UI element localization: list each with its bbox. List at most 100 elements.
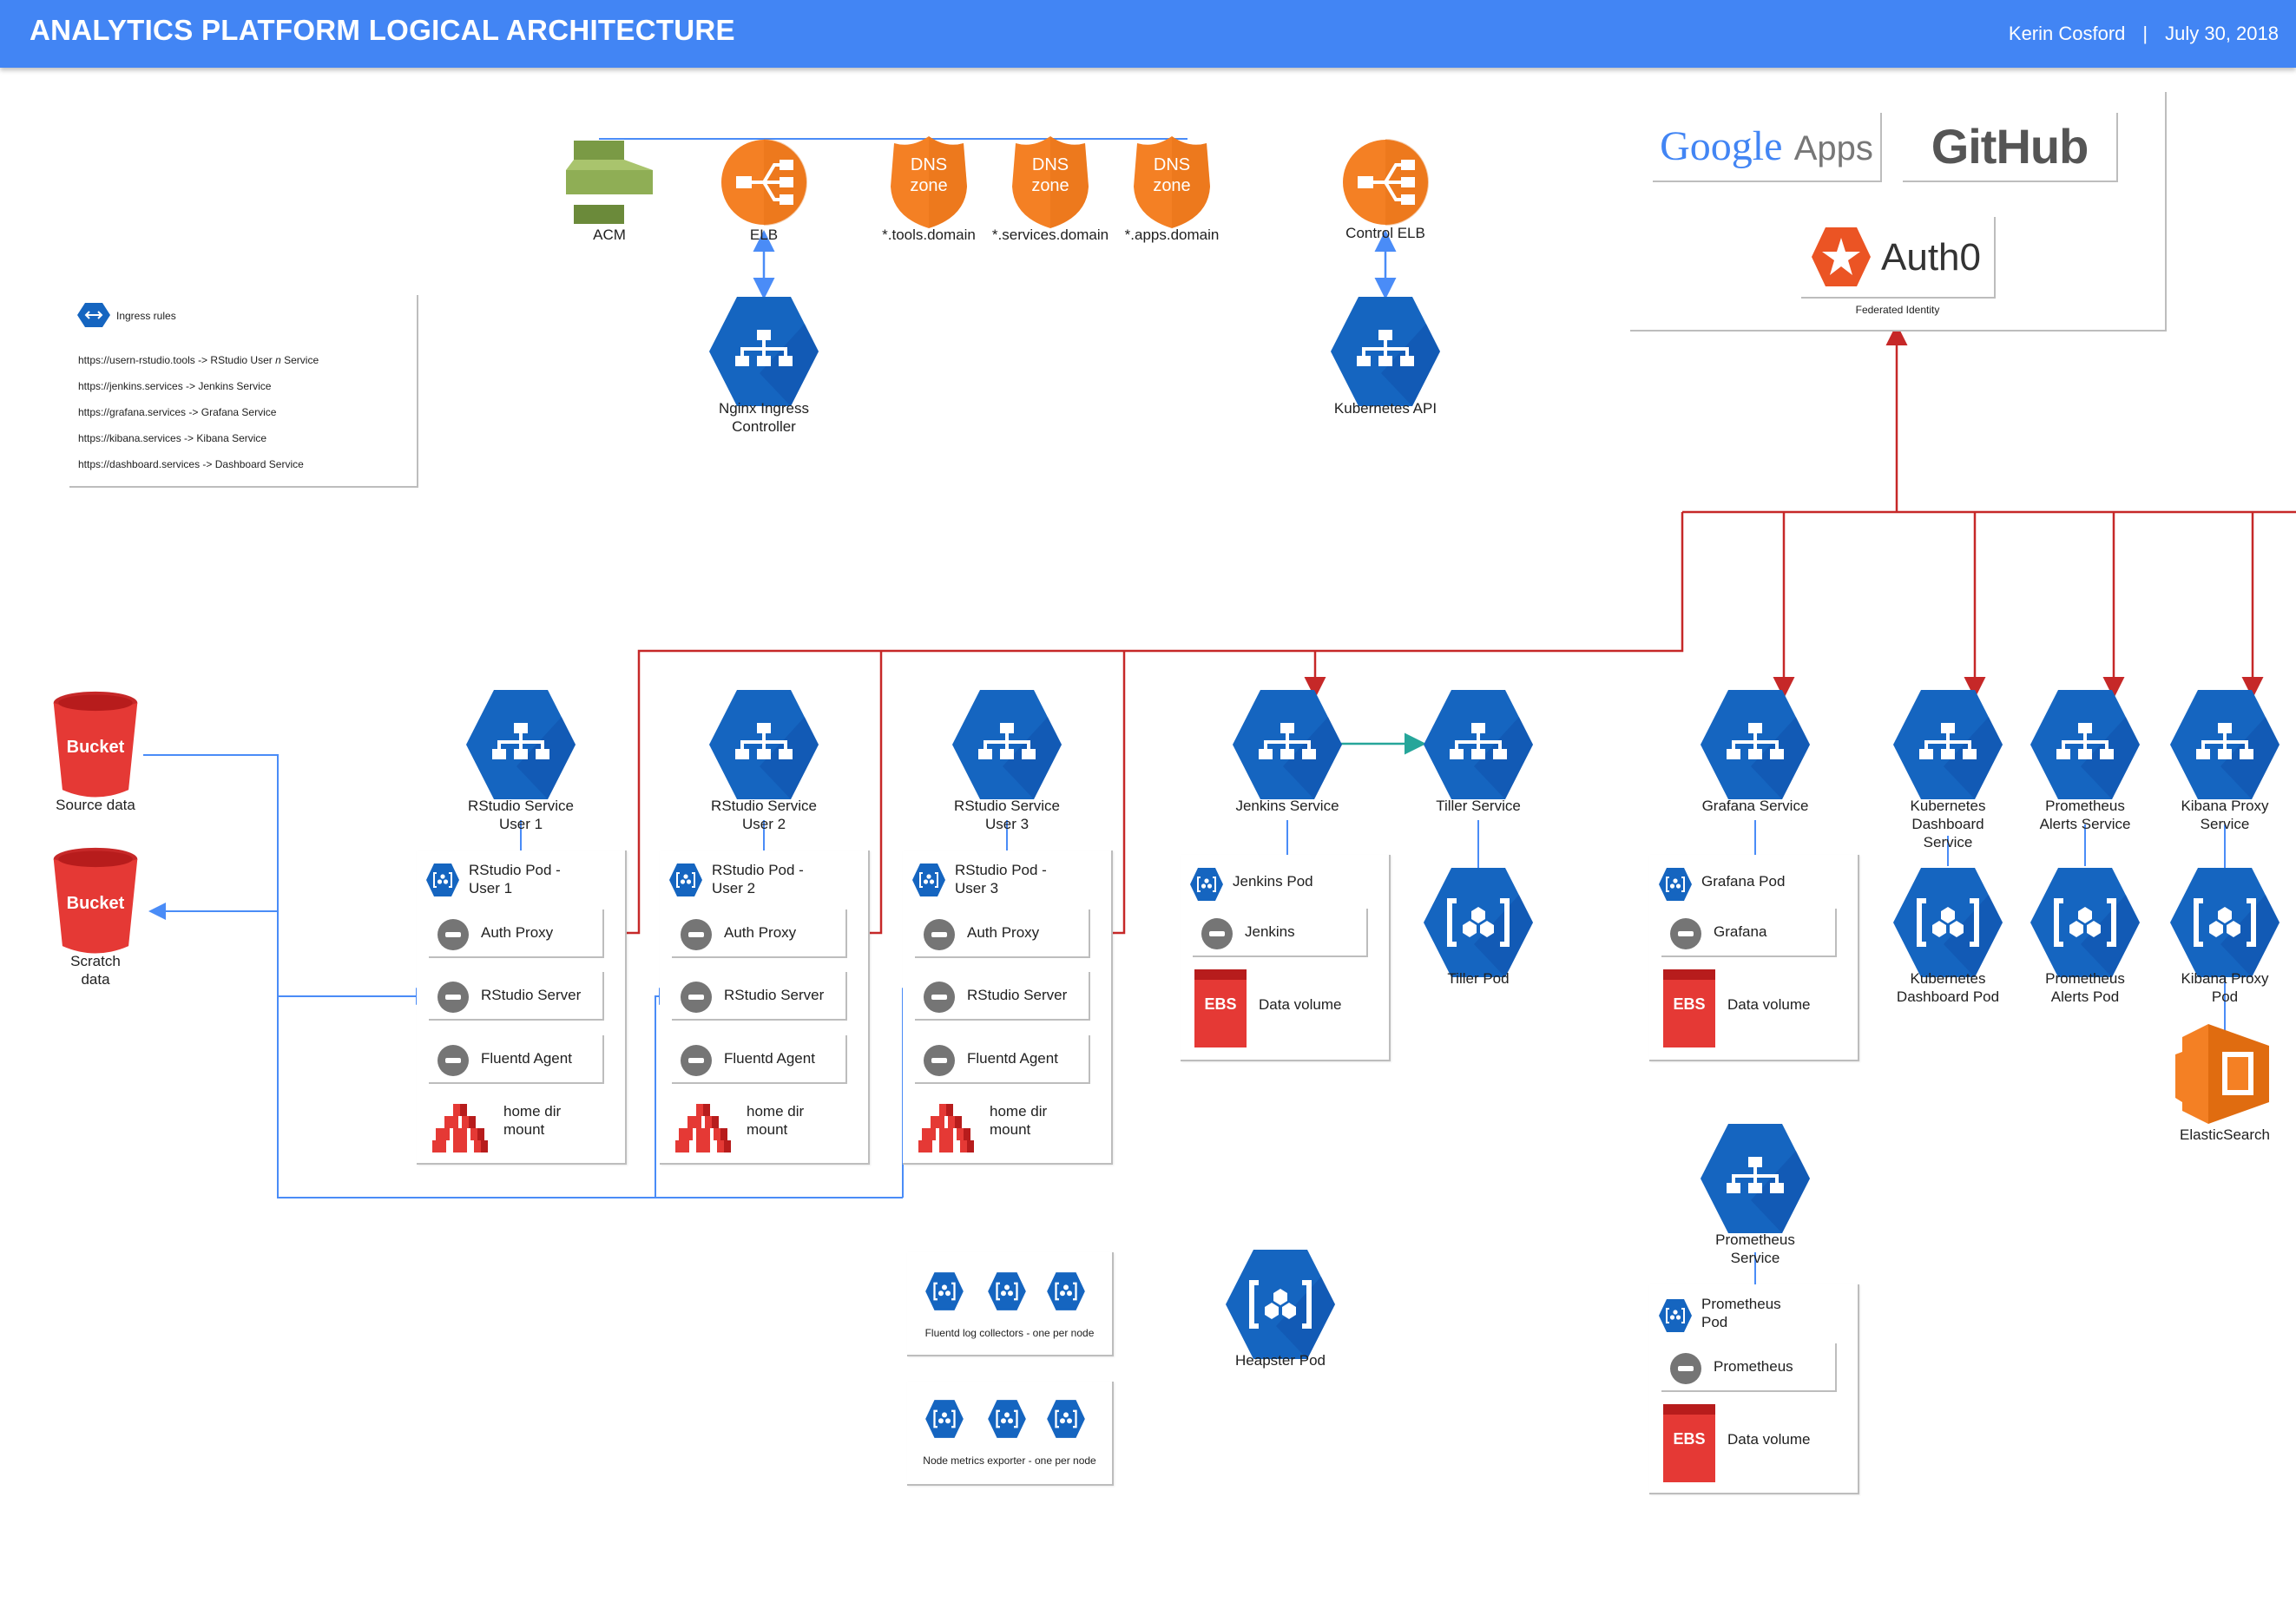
rstudio-service-2-icon	[709, 690, 819, 799]
row-label: RStudio Server	[724, 987, 825, 1003]
pod-icon	[924, 1271, 964, 1311]
legend-rule: https://jenkins.services -> Jenkins Serv…	[78, 380, 272, 392]
author: Kerin Cosford	[2008, 23, 2126, 44]
ebs-volume-icon: EBS	[1663, 1404, 1715, 1482]
header-bar: ANALYTICS PLATFORM LOGICAL ARCHITECTURE …	[0, 0, 2296, 68]
kibana-proxy-service-label: Kibana Proxy Service	[2181, 798, 2269, 832]
elasticsearch-label: ElasticSearch	[2180, 1126, 2270, 1143]
tiller-pod-label: Tiller Pod	[1447, 970, 1510, 987]
jenkins-service-label: Jenkins Service	[1235, 798, 1339, 814]
container-icon	[437, 919, 469, 950]
container-icon	[924, 1045, 955, 1076]
pod-title: Jenkins Pod	[1233, 873, 1313, 890]
date: July 30, 2018	[2165, 23, 2279, 44]
kubernetes-dashboard-service-icon	[1893, 690, 2003, 799]
pod-title: Grafana Pod	[1701, 873, 1786, 890]
prometheus-service-label: Prometheus Service	[1715, 1231, 1795, 1266]
bucket-label: Bucket	[66, 738, 125, 757]
grafana-service-icon	[1701, 690, 1810, 799]
fluentd-collectors-label: Fluentd log collectors - one per node	[924, 1327, 1095, 1339]
control-elb-label: Control ELB	[1345, 225, 1425, 241]
pod-icon	[1658, 1298, 1693, 1333]
kubernetes-api-icon	[1331, 297, 1440, 406]
rstudio-pod-card: RStudio Pod - User 3 Auth Proxy RStudio …	[903, 850, 1113, 1165]
elb-icon	[720, 139, 807, 226]
pod-icon	[987, 1271, 1027, 1311]
container-icon	[1201, 918, 1233, 949]
apps-wordmark: Apps	[1793, 129, 1873, 167]
rstudio-service-2-label: RStudio Service User 2	[711, 798, 817, 832]
acm-label: ACM	[593, 227, 626, 243]
row-label: Prometheus	[1714, 1358, 1793, 1375]
grafana-service-label: Grafana Service	[1701, 798, 1809, 814]
legend-rule: https://kibana.services -> Kibana Servic…	[78, 432, 267, 444]
rstudio-server-row: RStudio Server	[672, 972, 847, 1021]
row-label: RStudio Server	[481, 987, 582, 1003]
pod-icon	[1658, 867, 1693, 902]
kubernetes-dashboard-service-label: Kubernetes Dashboard Service	[1910, 798, 1986, 850]
node-exporter-card: Node metrics exporter - one per node	[907, 1382, 1114, 1486]
pod-title: RStudio Pod - User 2	[712, 862, 804, 896]
ebs-label: EBS	[1673, 995, 1706, 1013]
pod-icon	[425, 863, 460, 897]
home-mount-label: home dir mount	[990, 1103, 1048, 1138]
ingress-rules-legend: Ingress rules https://usern-rstudio.tool…	[69, 295, 418, 488]
prometheus-service-icon	[1701, 1124, 1810, 1233]
container-icon	[681, 1045, 712, 1076]
efs-icon	[918, 1102, 974, 1154]
auth-proxy-row: Auth Proxy	[672, 910, 847, 958]
container-icon	[437, 1045, 469, 1076]
rstudio-service-3-label: RStudio Service User 3	[954, 798, 1060, 832]
prometheus-alerts-service-icon	[2030, 690, 2140, 799]
tiller-service-icon	[1424, 690, 1533, 799]
prometheus-alerts-pod-icon	[2030, 868, 2140, 977]
ebs-label: EBS	[1204, 995, 1237, 1013]
row-label: Jenkins	[1245, 923, 1295, 940]
scratch-data-label: Scratch data	[70, 953, 121, 988]
kibana-proxy-service-icon	[2170, 690, 2280, 799]
pod-icon	[1046, 1399, 1086, 1439]
dns-apps-label: *.apps.domain	[1124, 227, 1220, 243]
prometheus-alerts-service-label: Prometheus Alerts Service	[2039, 798, 2131, 832]
pod-icon	[668, 863, 703, 897]
row-label: Fluentd Agent	[967, 1050, 1058, 1067]
rstudio-service-1-label: RStudio Service User 1	[468, 798, 574, 832]
google-apps-logo: Google Apps	[1653, 113, 1882, 182]
legend-rule: https://grafana.services -> Grafana Serv…	[78, 406, 277, 418]
row-label: Fluentd Agent	[481, 1050, 572, 1067]
row-label: Auth Proxy	[481, 924, 554, 941]
node-exporter-label: Node metrics exporter - one per node	[923, 1455, 1096, 1467]
grafana-pod-card: Grafana Pod Grafana EBS Data volume	[1649, 855, 1859, 1061]
home-mount-label: home dir mount	[747, 1103, 805, 1138]
rstudio-pod-card: RStudio Pod - User 2 Auth Proxy RStudio …	[660, 850, 870, 1165]
pod-icon	[987, 1399, 1027, 1439]
auth-proxy-row: Auth Proxy	[429, 910, 604, 958]
efs-icon	[675, 1102, 731, 1154]
dns-zone-label: DNS zone	[1153, 155, 1191, 195]
ingress-icon	[77, 303, 110, 327]
rstudio-server-row: RStudio Server	[915, 972, 1090, 1021]
row-label: Auth Proxy	[724, 924, 797, 941]
auth-proxy-row: Auth Proxy	[915, 910, 1090, 958]
kubernetes-api-label: Kubernetes API	[1333, 400, 1437, 417]
elasticsearch-icon	[2175, 1024, 2269, 1124]
container-icon	[924, 919, 955, 950]
rstudio-server-row: RStudio Server	[429, 972, 604, 1021]
fluentd-agent-row: Fluentd Agent	[672, 1035, 847, 1084]
data-volume-label: Data volume	[1727, 996, 1811, 1013]
row-label: Fluentd Agent	[724, 1050, 815, 1067]
rstudio-pod-card: RStudio Pod - User 1 Auth Proxy RStudio …	[417, 850, 627, 1165]
ebs-label: EBS	[1673, 1430, 1706, 1448]
dns-zone-label: DNS zone	[1031, 155, 1069, 195]
container-icon	[1670, 1353, 1701, 1384]
dns-zone-label: DNS zone	[910, 155, 948, 195]
fluentd-agent-row: Fluentd Agent	[429, 1035, 604, 1084]
prometheus-pod-card: Prometheus Pod Prometheus EBS Data volum…	[1649, 1284, 1859, 1494]
home-mount-label: home dir mount	[503, 1103, 562, 1138]
prometheus-alerts-pod-label: Prometheus Alerts Pod	[2045, 970, 2125, 1005]
legend-rule: https://dashboard.services -> Dashboard …	[78, 458, 304, 470]
fluentd-agent-row: Fluentd Agent	[915, 1035, 1090, 1084]
auth0-wordmark: Auth0	[1881, 236, 1981, 279]
rstudio-service-3-icon	[952, 690, 1062, 799]
dns-services-label: *.services.domain	[991, 227, 1109, 243]
